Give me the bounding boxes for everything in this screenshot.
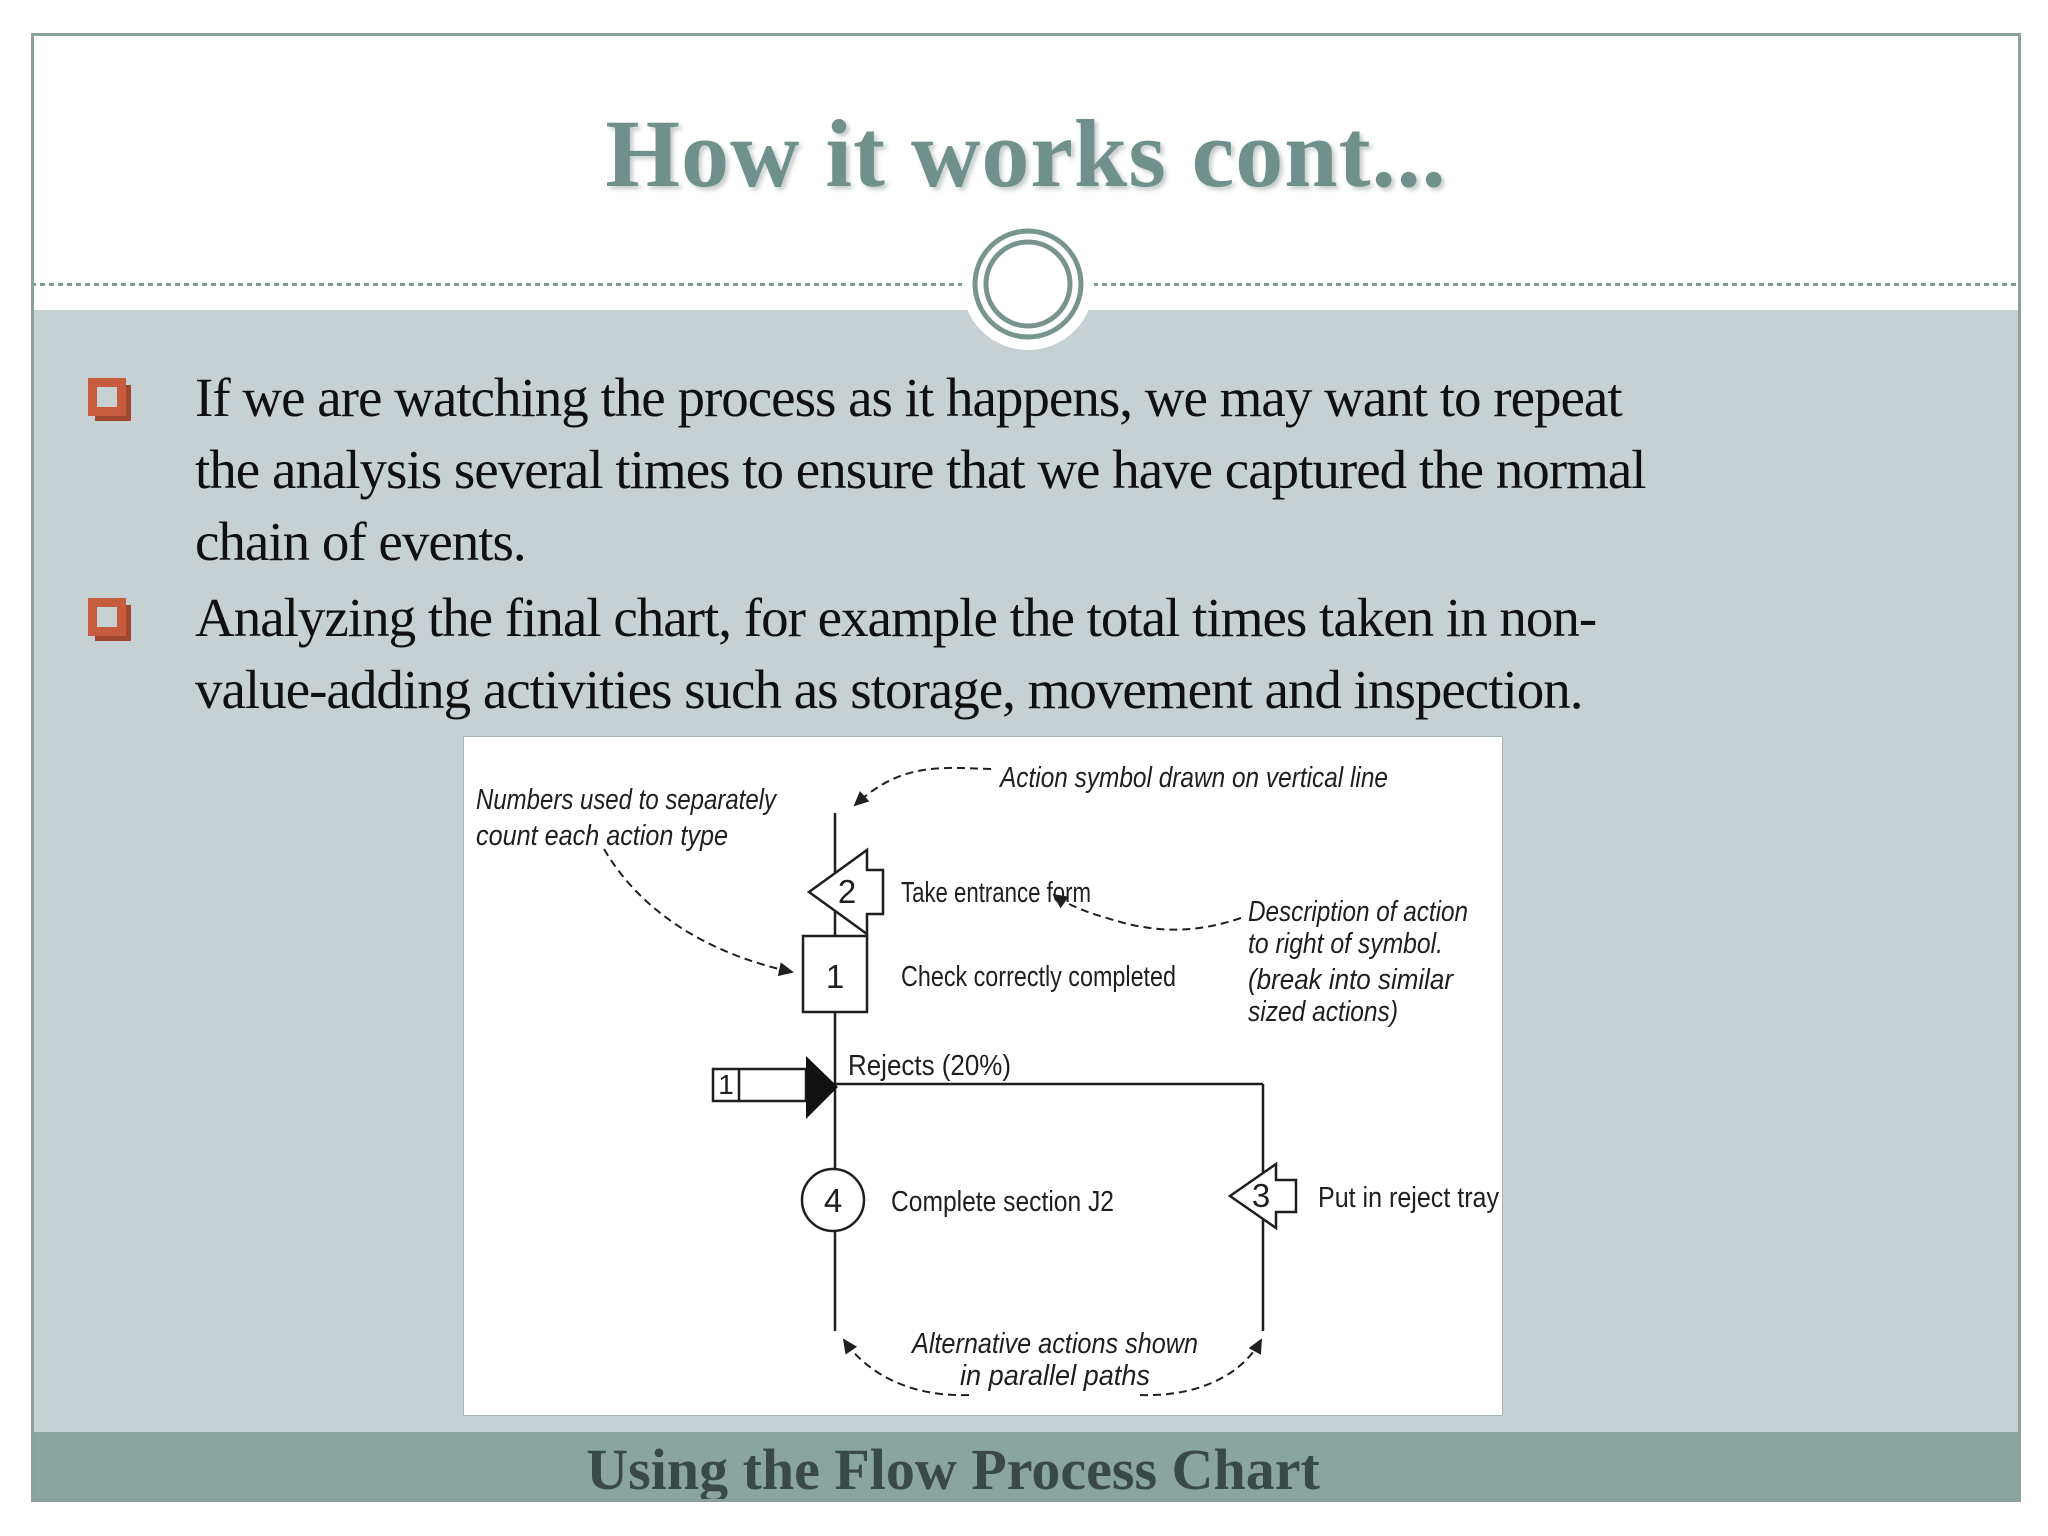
footer-band [31, 1432, 2021, 1502]
action-label: Rejects (20%) [848, 1050, 1011, 1082]
bullet-item-2: Analyzing the final chart, for example t… [88, 582, 1995, 726]
bullet-text-2: Analyzing the final chart, for example t… [195, 587, 1597, 720]
symbol-number: 3 [1252, 1177, 1270, 1214]
annotation-description-note: (break into similar [1248, 964, 1454, 996]
annotation-description-note: to right of symbol. [1248, 928, 1443, 960]
annotation-parallel-note: Alternative actions shown [910, 1328, 1198, 1360]
leader-arrow-numbers-note [603, 848, 794, 977]
annotation-description-note: Description of action [1248, 896, 1468, 928]
leader-arrow-parallel-left [842, 1338, 970, 1397]
action-label: Complete section J2 [891, 1186, 1114, 1218]
annotation-numbers-note: count each action type [476, 820, 728, 852]
annotation-parallel-note: in parallel paths [960, 1360, 1150, 1392]
leader-arrow-parallel-right [1139, 1338, 1262, 1397]
annotation-description-note: sized actions) [1248, 996, 1398, 1028]
action-label: Take entrance form [901, 877, 1091, 909]
bullet-text-1: If we are watching the process as it hap… [195, 367, 1647, 572]
transport-arrow-head [806, 1056, 838, 1119]
symbol-number: 2 [838, 873, 856, 910]
divider-ornament-icon [962, 218, 1094, 350]
move-arrow-symbol-3 [1227, 1161, 1298, 1231]
symbol-number: 1 [826, 958, 844, 995]
action-label: Put in reject tray [1318, 1182, 1499, 1214]
bullet-marker-icon [88, 378, 126, 416]
page-title: How it works cont... [605, 100, 1447, 207]
action-label: Check correctly completed [901, 961, 1176, 993]
symbol-number: 1 [718, 1069, 734, 1100]
bullet-marker-icon [88, 598, 126, 636]
inspection-square-symbol-1 [801, 934, 869, 1014]
leader-arrow-action-note [853, 766, 992, 807]
flow-process-chart-figure: 2 Take entrance form 1 Check correctly c… [463, 736, 1503, 1416]
leader-arrow-description-note [1052, 893, 1242, 931]
operation-circle-symbol-4 [800, 1167, 866, 1233]
annotation-action-note: Action symbol drawn on vertical line [998, 762, 1388, 794]
bullet-item-1: If we are watching the process as it hap… [88, 362, 1995, 578]
footer-title: Using the Flow Process Chart [586, 1437, 1320, 1502]
annotation-numbers-note: Numbers used to separately [476, 784, 777, 816]
symbol-number: 4 [824, 1182, 842, 1219]
move-arrow-symbol-2 [806, 847, 885, 937]
